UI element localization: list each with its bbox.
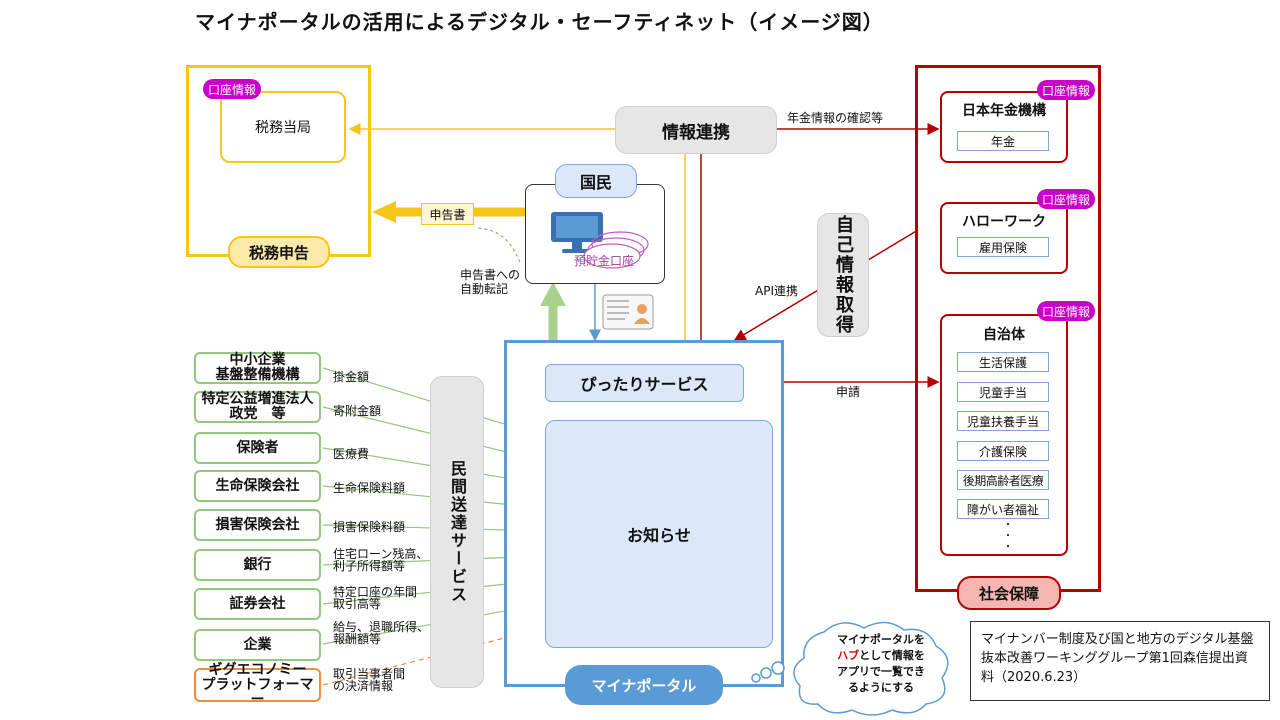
- apply-label: 申請: [836, 385, 861, 399]
- private-delivery-service-box: 民間送達サービス: [430, 376, 484, 688]
- provider-box: 特定公益増進法人 政党 等: [194, 391, 321, 423]
- municipal-service-item: 児童手当: [957, 382, 1049, 402]
- provider-name-line: 損害保険会社: [215, 516, 300, 533]
- cloud-line: マイナポータルを: [837, 633, 925, 646]
- myna-portal-label: マイナポータル: [565, 665, 723, 705]
- provider-name-line: 証券会社: [229, 595, 286, 612]
- cloud-text: マイナポータルを ハブとして情報を アプリで一覧でき るようにする: [816, 632, 946, 696]
- provider-name-line: 銀行: [243, 556, 272, 573]
- bank-account-icon: [583, 231, 649, 269]
- provider-name-line: 生命保険会社: [215, 477, 300, 494]
- page-title: マイナポータルの活用によるデジタル・セーフティネット（イメージ図）: [195, 10, 884, 34]
- provider-data-item: 給与、退職所得、 報酬額等: [333, 621, 429, 645]
- pittari-service-box: ぴったりサービス: [545, 364, 744, 402]
- provider-name-line: 特定公益増進法人: [201, 391, 314, 407]
- account-info-badge: 口座情報: [1037, 80, 1095, 100]
- citizen-label: 国民: [555, 164, 637, 198]
- social-security-label: 社会保障: [957, 576, 1061, 610]
- municipal-service-item: 介護保険: [957, 441, 1049, 461]
- pension-org-box: [940, 91, 1068, 163]
- provider-data-line: 給与、退職所得、: [333, 620, 430, 634]
- provider-data-line: 利子所得額等: [333, 559, 406, 573]
- provider-data-item: 生命保険料額: [333, 481, 406, 495]
- provider-box: 企業: [194, 629, 321, 661]
- hellowork-label: ハローワーク: [962, 214, 1046, 230]
- provider-box: 銀行: [194, 549, 321, 581]
- pension-confirm-label: 年金情報の確認等: [787, 111, 884, 125]
- source-note-box: マイナンバー制度及び国と地方のデジタル基盤抜本改善ワーキンググループ第1回森信提…: [970, 621, 1270, 701]
- provider-data-line: 特定口座の年間: [333, 585, 418, 599]
- tax-office-label: 税務当局: [255, 120, 311, 136]
- provider-name-line: 中小企業: [229, 352, 286, 368]
- employment-insurance-item: 雇用保険: [957, 237, 1049, 257]
- provider-name-line: プラットフォーマー: [201, 676, 314, 708]
- tax-return-form-label: 申告書: [429, 207, 466, 222]
- provider-data-item: 特定口座の年間 取引高等: [333, 586, 417, 610]
- provider-box: 中小企業 基盤整備機構: [194, 352, 321, 384]
- thought-cloud: [751, 621, 949, 716]
- cloud-line: アプリで一覧でき: [837, 665, 925, 678]
- more-items-dots: ・ ・ ・: [1003, 520, 1013, 553]
- provider-data-item: 掛金額: [333, 370, 370, 384]
- self-info-box: 自己情報取得: [817, 213, 869, 337]
- municipal-service-item: 児童扶養手当: [957, 411, 1049, 431]
- pension-org-label: 日本年金機構: [962, 103, 1046, 119]
- provider-box: 保険者: [194, 432, 321, 464]
- auto-transcribe-line: 自動転記: [460, 282, 509, 296]
- provider-data-item: 寄附金額: [333, 404, 382, 418]
- hub-highlight: ハブ: [837, 649, 860, 662]
- api-link-label: API連携: [755, 284, 798, 298]
- cloud-line-rest: として情報を: [859, 649, 925, 662]
- cloud-line: ハブとして情報を: [816, 648, 946, 664]
- provider-name-line: 政党 等: [229, 406, 286, 422]
- provider-name-line: 企業: [243, 636, 272, 653]
- provider-data-line: 取引当事者間: [333, 667, 406, 681]
- provider-name-line: 保険者: [236, 439, 279, 456]
- notice-box: お知らせ: [545, 420, 773, 648]
- provider-data-item: 住宅ローン残高、 利子所得額等: [333, 548, 428, 572]
- pension-item: 年金: [957, 131, 1049, 151]
- tax-office-box: 税務当局: [220, 91, 346, 163]
- provider-box: 証券会社: [194, 588, 321, 620]
- tax-return-form: 申告書: [421, 203, 474, 225]
- municipal-service-item: 後期高齢者医療: [957, 470, 1049, 490]
- provider-name-line: 基盤整備機構: [215, 367, 300, 383]
- info-link-box: 情報連携: [615, 106, 777, 154]
- municipality-label: 自治体: [983, 327, 1025, 343]
- auto-transcribe-line: 申告書への: [460, 268, 521, 282]
- provider-data-item: 医療費: [333, 447, 370, 461]
- cloud-line: るようにする: [847, 681, 915, 694]
- tax-filing-label: 税務申告: [228, 236, 330, 268]
- bank-account-label: 預貯金口座: [574, 254, 635, 268]
- provider-data-line: 住宅ローン残高、: [333, 547, 429, 561]
- provider-box: 損害保険会社: [194, 509, 321, 541]
- provider-data-line: 報酬額等: [333, 632, 382, 646]
- auto-transcribe-note: 申告書への 自動転記: [460, 268, 520, 296]
- mynumber-card-icon: [602, 294, 654, 330]
- provider-data-item: 取引当事者間 の決済情報: [333, 668, 405, 692]
- provider-data-line: 取引高等: [333, 597, 382, 611]
- municipal-service-item: 障がい者福祉: [957, 499, 1049, 519]
- provider-data-item: 損害保険料額: [333, 520, 406, 534]
- provider-box: 生命保険会社: [194, 470, 321, 502]
- account-info-badge: 口座情報: [1037, 189, 1095, 209]
- computer-icon: [551, 212, 603, 253]
- provider-data-line: の決済情報: [333, 679, 394, 693]
- provider-box-gig-economy: ギグエコノミー プラットフォーマー: [194, 662, 321, 707]
- provider-name-line: ギグエコノミー: [208, 661, 307, 678]
- municipal-service-item: 生活保護: [957, 352, 1049, 372]
- account-info-badge: 口座情報: [1037, 301, 1095, 321]
- account-info-badge: 口座情報: [203, 79, 261, 99]
